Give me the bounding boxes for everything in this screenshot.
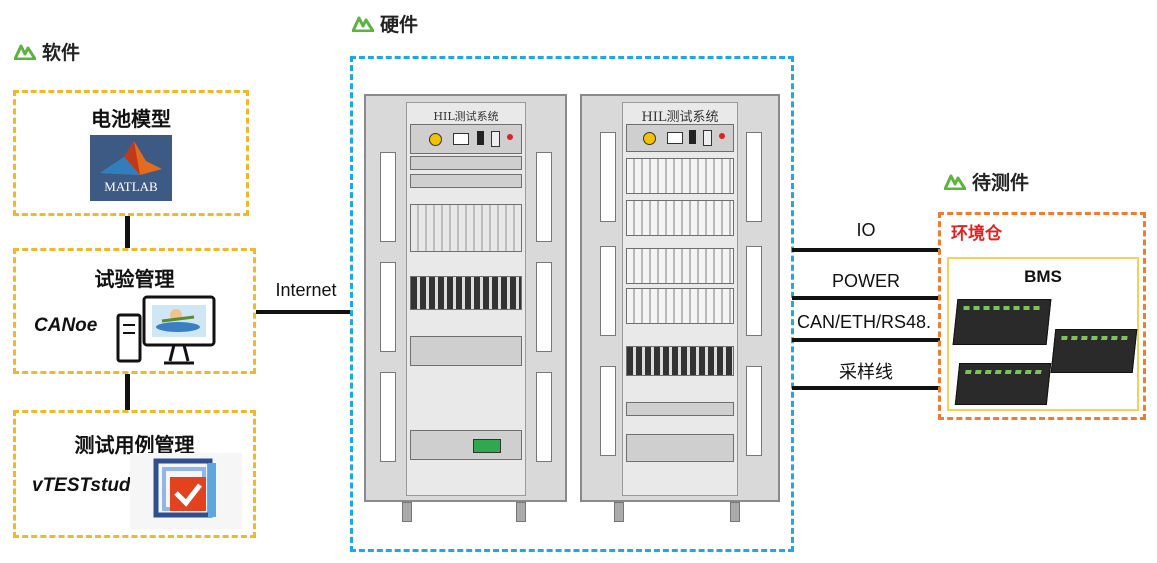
bus-label: CAN/ETH/RS48. <box>796 312 932 332</box>
rack-1-foot <box>402 502 412 522</box>
rack-2-side-vent <box>600 246 616 336</box>
bms-device <box>1050 329 1138 373</box>
bms-label: BMS <box>1024 267 1062 286</box>
rack-2-side-vent <box>746 366 762 456</box>
rack-1-drive-bay <box>410 276 522 310</box>
rack-2-side-vent <box>746 132 762 222</box>
rack-2-card-module <box>626 288 734 324</box>
rack-2-foot <box>730 502 740 522</box>
rack-2-label: HIL测试系统 <box>641 110 719 125</box>
software-section-title: 软件 <box>14 38 80 65</box>
battery-model-box: 电池模型 MATLAB <box>13 90 249 216</box>
sampling-label: 采样线 <box>839 362 893 382</box>
rack-1-side-vent <box>536 262 552 352</box>
rack-1-side-vent <box>380 262 396 352</box>
rack-2-power-supply <box>626 434 734 462</box>
dut-section-title: 待测件 <box>944 168 1029 195</box>
hardware-box <box>350 56 794 552</box>
matlab-logo: MATLAB <box>90 135 172 201</box>
matlab-logo-text: MATLAB <box>104 179 158 194</box>
bus-link <box>792 338 940 342</box>
rack-1-foot <box>516 502 526 522</box>
software-title: 软件 <box>42 42 81 64</box>
brand-logo-icon <box>352 16 374 32</box>
brand-logo-icon <box>14 44 36 60</box>
link-testmgmt-to-testcase <box>125 374 130 410</box>
battery-model-title: 电池模型 <box>91 107 171 131</box>
rack-1-io-module <box>410 204 522 252</box>
vteststudio-logo <box>130 453 242 529</box>
hil-rack-2: HIL测试系统 <box>580 94 780 502</box>
rack-1-unit <box>410 336 522 366</box>
internet-label: Internet <box>275 280 337 300</box>
canoe-label: CANoe <box>34 315 98 336</box>
io-link <box>792 248 940 252</box>
matlab-membrane-icon <box>100 141 162 175</box>
power-link <box>792 296 940 300</box>
vteststudio-icon <box>153 458 216 518</box>
rack-2-unit <box>626 402 734 416</box>
rack-1-power-supply <box>410 430 522 460</box>
rack-2-side-vent <box>600 132 616 222</box>
bms-device <box>952 299 1052 345</box>
brand-logo-icon <box>944 174 966 190</box>
rack-1-unit <box>410 156 522 170</box>
dut-title: 待测件 <box>972 172 1030 194</box>
hardware-title: 硬件 <box>380 14 419 36</box>
rack-2-control-panel <box>626 124 734 152</box>
computer-icon <box>116 295 216 365</box>
bms-device <box>954 363 1052 405</box>
bms-frame: BMS <box>947 257 1139 411</box>
power-label: POWER <box>831 271 900 291</box>
rack-2-card-module <box>626 200 734 236</box>
rack-1-side-vent <box>380 152 396 242</box>
rack-2-side-vent <box>746 246 762 336</box>
rack-2-card-module <box>626 248 734 284</box>
io-label: IO <box>856 220 876 240</box>
rack-2-foot <box>614 502 624 522</box>
environment-chamber-box: 环境仓 BMS <box>938 212 1146 420</box>
test-management-box: 试验管理 CANoe <box>13 248 256 374</box>
hil-rack-1: HIL测试系统 <box>364 94 567 502</box>
rack-1-label: HIL测试系统 <box>433 110 499 123</box>
vteststudio-label: vTESTstudio <box>32 475 148 496</box>
rack-2-side-vent <box>600 366 616 456</box>
rack-2-card-module <box>626 158 734 194</box>
testcase-management-box: 测试用例管理 vTESTstudio <box>13 410 256 538</box>
link-model-to-testmgmt <box>125 216 130 248</box>
chamber-title: 环境仓 <box>951 224 1002 244</box>
rack-1-side-vent <box>536 152 552 242</box>
hardware-section-title: 硬件 <box>352 10 418 37</box>
test-management-title: 试验管理 <box>94 267 175 291</box>
rack-2-drive-bay <box>626 346 734 376</box>
rack-1-side-vent <box>380 372 396 462</box>
sampling-link <box>792 386 940 390</box>
rack-1-side-vent <box>536 372 552 462</box>
rack-1-control-panel <box>410 124 522 154</box>
rack-1-unit <box>410 174 522 188</box>
internet-link <box>256 310 350 314</box>
